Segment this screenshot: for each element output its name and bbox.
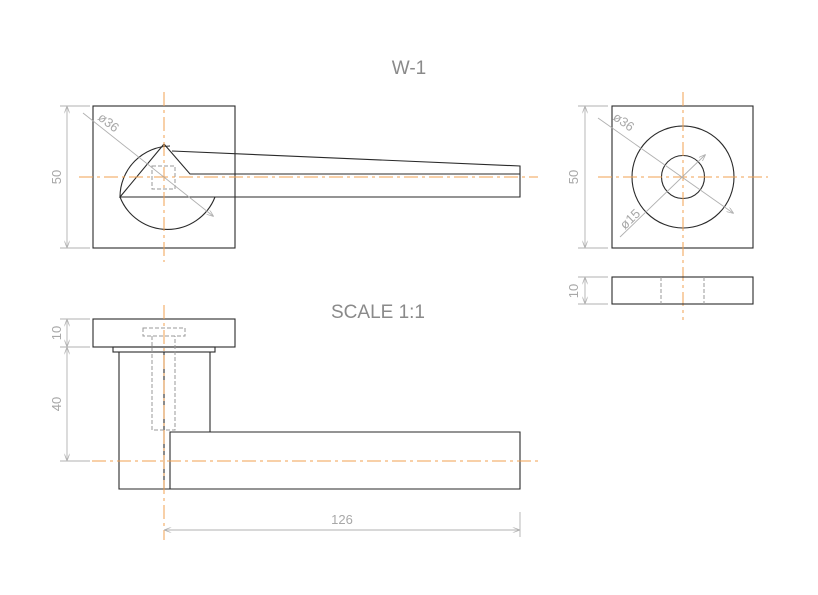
diameter-dim-text: ø36 bbox=[95, 110, 122, 136]
scale-label: SCALE 1:1 bbox=[331, 302, 425, 323]
inner-diameter-text: ø15 bbox=[617, 206, 644, 232]
screw-head-hidden bbox=[142, 327, 186, 337]
height-dim-text: 50 bbox=[566, 170, 581, 184]
lever-side-outline bbox=[118, 352, 521, 490]
rosette-view: 50 ø36 ø15 10 bbox=[566, 92, 768, 320]
spindle-hidden bbox=[151, 165, 176, 190]
outer-diameter-text: ø36 bbox=[610, 109, 637, 134]
length-dim-text: 126 bbox=[331, 512, 353, 527]
projection-dim-text: 40 bbox=[49, 397, 64, 411]
lever-outline bbox=[118, 143, 521, 198]
rosette-circle bbox=[119, 145, 216, 230]
diameter-dimension-line bbox=[82, 112, 213, 216]
rosette-thickness-text: 10 bbox=[49, 326, 64, 340]
drawing-title: W-1 bbox=[392, 58, 426, 79]
front-view: 50 ø36 bbox=[49, 92, 538, 262]
rosette-side bbox=[611, 276, 754, 305]
side-view: 10 40 126 bbox=[49, 305, 538, 540]
thickness-dim-text: 10 bbox=[566, 284, 581, 298]
lever-edge bbox=[163, 143, 520, 175]
height-dim-text: 50 bbox=[49, 170, 64, 184]
